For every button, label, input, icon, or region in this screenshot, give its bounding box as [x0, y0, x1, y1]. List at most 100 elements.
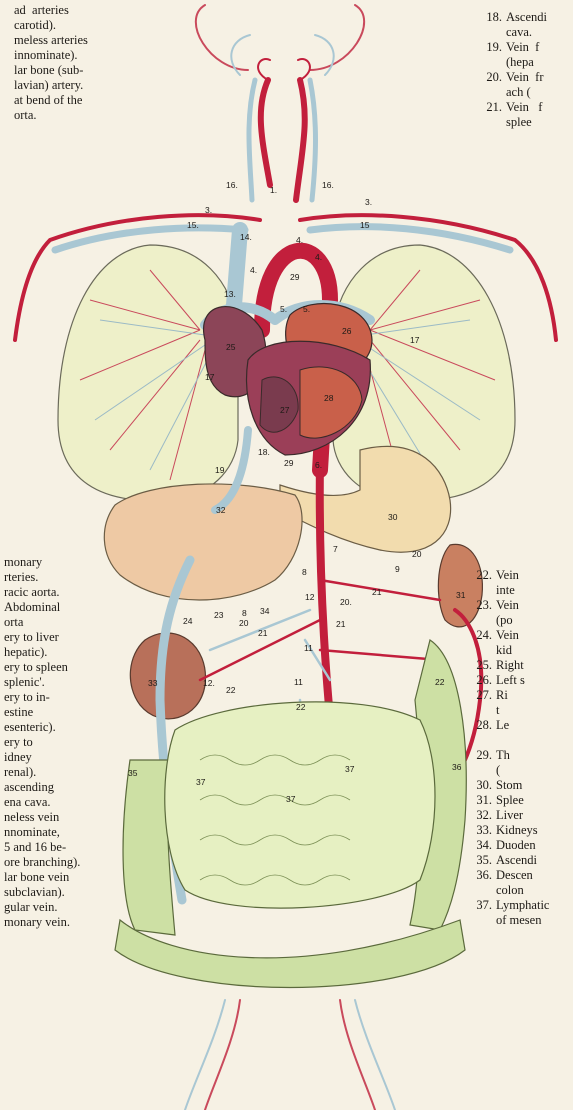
label-17b: 17 — [410, 335, 420, 345]
label-34: 34 — [260, 606, 270, 616]
legend-entry: 29.Th — [470, 748, 549, 763]
legend-line: lar bone vein — [4, 870, 80, 885]
label-12a: 12 — [305, 592, 315, 602]
label-31: 31 — [456, 590, 466, 600]
label-20c: 20 — [239, 618, 249, 628]
legend-line: orta. — [14, 108, 88, 123]
legend-text: ach ( — [506, 85, 531, 99]
legend-number: 26. — [470, 673, 492, 688]
legend-text: ( — [496, 763, 500, 777]
legend-line: monary — [4, 555, 80, 570]
legend-line: racic aorta. — [4, 585, 80, 600]
label-14: 14. — [240, 232, 252, 242]
legend-text: Liver — [496, 808, 523, 822]
label-26: 26 — [342, 326, 352, 336]
legend-entry: 22.Vein — [470, 568, 549, 583]
legend-entry: (po — [470, 613, 549, 628]
label-17a: 17 — [205, 372, 215, 382]
legend-line: Abdominal — [4, 600, 80, 615]
label-6: 6. — [315, 460, 322, 470]
legend-entry: 19.Vein f — [480, 40, 547, 55]
legend-entry: 31.Splee — [470, 793, 549, 808]
label-13: 13. — [224, 289, 236, 299]
legend-entry: 30.Stom — [470, 778, 549, 793]
legend-text: Vein — [496, 628, 519, 642]
label-32: 32 — [216, 505, 226, 515]
label-4a: 4. — [250, 265, 257, 275]
legend-text: Lymphatic — [496, 898, 549, 912]
legend-number: 21. — [480, 100, 502, 115]
legend-entry: 18.Ascendi — [480, 10, 547, 25]
legend-entry: colon — [470, 883, 549, 898]
label-16b: 16. — [322, 180, 334, 190]
legend-line: lar bone (sub- — [14, 63, 88, 78]
label-36: 36 — [452, 762, 462, 772]
legend-entry: 28. Le — [470, 718, 549, 733]
label-12b: 12. — [203, 678, 215, 688]
legend-text: Le — [496, 718, 509, 732]
label-21c: 21 — [258, 628, 268, 638]
legend-line: splenic'. — [4, 675, 80, 690]
legend-line: carotid). — [14, 18, 88, 33]
legend-entry: cava. — [480, 25, 547, 40]
label-25: 25 — [226, 342, 236, 352]
legend-text: Vein — [496, 568, 519, 582]
label-3a: 3. — [205, 205, 212, 215]
legend-line: esenteric). — [4, 720, 80, 735]
liver — [104, 484, 302, 600]
label-18: 18. — [258, 447, 270, 457]
legend-entry: 20.Vein fr — [480, 70, 547, 85]
legend-entry: 32.Liver — [470, 808, 549, 823]
label-4b: 4. — [296, 235, 303, 245]
label-3b: 3. — [365, 197, 372, 207]
legend-entry: 24.Vein — [470, 628, 549, 643]
legend-number: 31. — [470, 793, 492, 808]
legend-number: 23. — [470, 598, 492, 613]
legend-text: Stom — [496, 778, 522, 792]
legend-text: Duoden — [496, 838, 536, 852]
legend-text: (po — [496, 613, 513, 627]
legend-entry: 33.Kidneys — [470, 823, 549, 838]
legend-line: renal). — [4, 765, 80, 780]
label-37b: 37 — [286, 794, 296, 804]
legend-text: of mesen — [496, 913, 541, 927]
label-20b: 20. — [340, 597, 352, 607]
head-vessels — [196, 5, 364, 200]
legend-line: neless vein — [4, 810, 80, 825]
legend-line: ery to — [4, 735, 80, 750]
legend-line: subclavian). — [4, 885, 80, 900]
legend-text: splee — [506, 115, 532, 129]
legend-entry: ( — [470, 763, 549, 778]
legend-line: rteries. — [4, 570, 80, 585]
legend-entry: kid — [470, 643, 549, 658]
legend-text: colon — [496, 883, 524, 897]
legend-entry: 35.Ascendi — [470, 853, 549, 868]
legend-text: Kidneys — [496, 823, 538, 837]
label-7: 7 — [333, 544, 338, 554]
legend-number: 29. — [470, 748, 492, 763]
legend-line: idney — [4, 750, 80, 765]
legend-entry: 26.Left s — [470, 673, 549, 688]
label-5b: 5. — [303, 304, 310, 314]
legend-text: t — [496, 703, 499, 717]
legend-entry: 23.Vein — [470, 598, 549, 613]
legend-line: ery to spleen — [4, 660, 80, 675]
legend-text: cava. — [506, 25, 532, 39]
label-30: 30 — [388, 512, 398, 522]
legend-number: 28. — [470, 718, 492, 733]
legend-line: hepatic). — [4, 645, 80, 660]
label-29b: 29 — [284, 458, 294, 468]
label-11b: 11 — [294, 677, 303, 687]
label-1: 1. — [270, 185, 277, 195]
legend-text: Vein f — [506, 40, 539, 54]
legend-number: 35. — [470, 853, 492, 868]
legend-line: orta — [4, 615, 80, 630]
legend-line: nnominate, — [4, 825, 80, 840]
label-8a: 8 — [302, 567, 307, 577]
label-9: 9 — [395, 564, 400, 574]
legend-line: ena cava. — [4, 795, 80, 810]
legend-number: 20. — [480, 70, 502, 85]
label-22a: 22 — [226, 685, 236, 695]
legend-text: Right — [496, 658, 524, 672]
